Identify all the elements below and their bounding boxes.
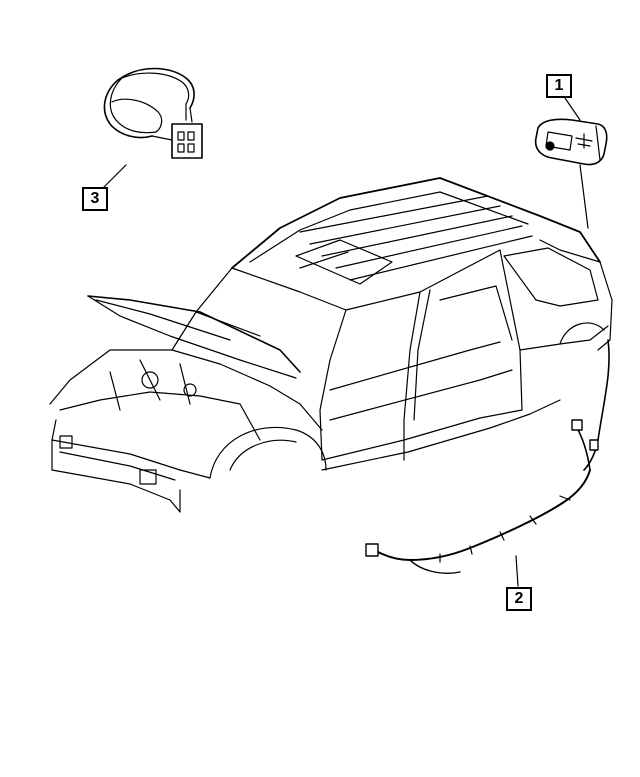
callout-3-leader bbox=[102, 164, 127, 189]
connector-pigtail-part bbox=[103, 67, 203, 159]
callout-3-label: 3 bbox=[82, 187, 108, 211]
vehicle-body-shell bbox=[49, 177, 613, 513]
callout-1-leader bbox=[564, 97, 581, 121]
callout-2-label: 2 bbox=[506, 587, 532, 611]
callout-2-leader bbox=[515, 555, 519, 587]
rear-wiring-harness-part bbox=[365, 339, 610, 574]
connector-module-part bbox=[534, 118, 608, 166]
callout-1-label: 1 bbox=[546, 74, 572, 98]
callout-1-connector-line bbox=[579, 164, 589, 229]
